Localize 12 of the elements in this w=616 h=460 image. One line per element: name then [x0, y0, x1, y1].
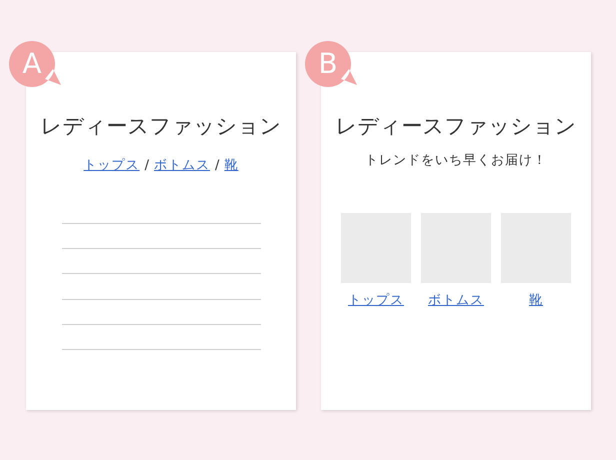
nav-link: ボトムス	[154, 156, 210, 174]
category-link: ボトムス	[428, 293, 484, 308]
page-card	[321, 52, 591, 410]
category-link: 靴	[529, 293, 543, 308]
category-link: トップス	[348, 293, 404, 308]
separator: /	[215, 158, 220, 173]
nav-link: 靴	[224, 156, 238, 174]
page-heading: レディースファッション	[40, 113, 282, 140]
tagline: トレンドをいち早くお届け！	[364, 152, 548, 169]
separator: /	[144, 158, 149, 173]
page-heading: レディースファッション	[334, 113, 578, 140]
nav-link: トップス	[84, 156, 140, 174]
